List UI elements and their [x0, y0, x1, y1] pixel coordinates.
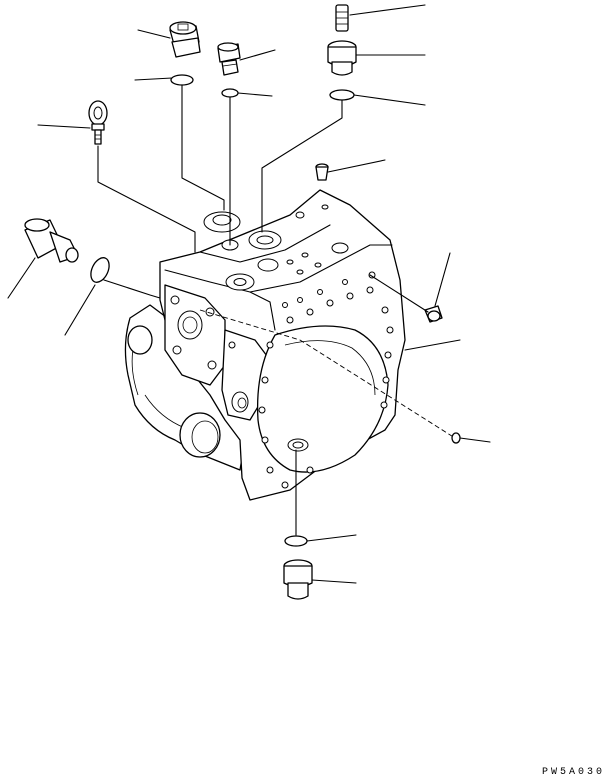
socket-screw [424, 305, 443, 323]
pin [451, 432, 461, 444]
nipple [335, 4, 349, 32]
o-ring [284, 535, 308, 547]
o-ring [221, 88, 239, 98]
small-plug [315, 163, 329, 181]
assembly-lines [97, 84, 456, 536]
o-ring [329, 89, 355, 101]
o-ring [90, 257, 110, 283]
leader-lines [7, 4, 491, 584]
drain-plug [283, 559, 313, 600]
plug [327, 40, 357, 76]
figure-code: PW5A030 [541, 767, 605, 778]
large-plug [24, 218, 79, 263]
hex-bolt [217, 42, 241, 76]
hex-socket-plug [169, 21, 201, 58]
o-ring [170, 74, 194, 86]
eye-bolt [88, 100, 108, 145]
pump-case [124, 189, 406, 501]
